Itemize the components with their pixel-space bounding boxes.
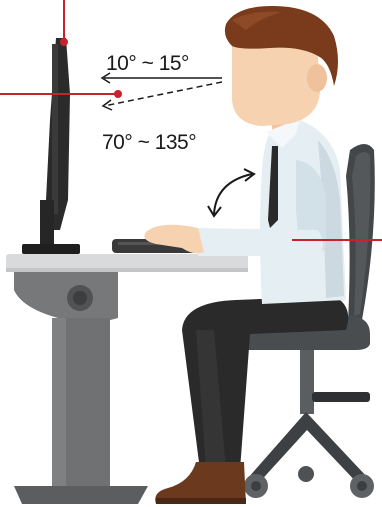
chair-lever — [312, 392, 370, 402]
desk-foot — [14, 486, 148, 504]
desk-support — [14, 272, 118, 322]
viewing-angle-label: 10° ~ 15° — [106, 52, 189, 76]
eye-level-dot — [114, 90, 122, 98]
ear — [307, 64, 327, 92]
monitor-stand — [40, 200, 54, 248]
shoe — [155, 462, 246, 504]
forearm — [198, 228, 323, 256]
monitor-base — [22, 244, 80, 254]
chair-column — [300, 350, 314, 414]
elbow-angle-arrow — [208, 169, 254, 216]
monitor — [22, 38, 80, 254]
monitor-top-marker-dot — [60, 38, 68, 46]
elbow-angle-label: 70° ~ 135° — [102, 131, 196, 155]
